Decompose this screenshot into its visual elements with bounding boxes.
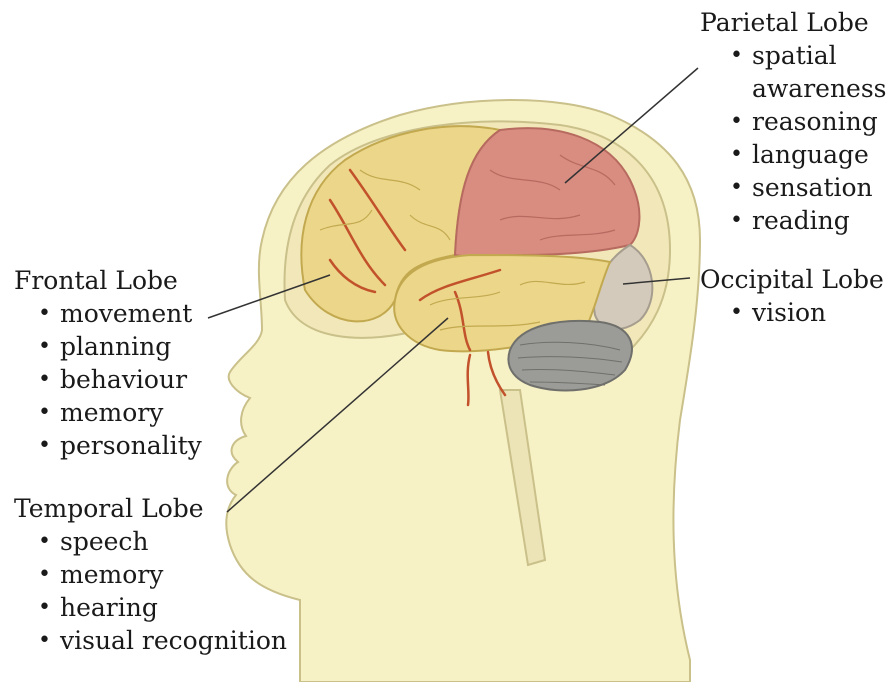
function-item: vision [730,296,884,329]
function-item: language [730,138,878,171]
function-item: movement [38,297,202,330]
temporal-lobe-label: Temporal Lobe speech memory hearing visu… [14,492,287,657]
frontal-lobe-label: Frontal Lobe movement planning behaviour… [14,264,202,462]
function-item: visual recognition [38,624,287,657]
occipital-lobe-functions: vision [700,296,884,329]
function-item: reasoning [730,105,878,138]
function-item: hearing [38,591,287,624]
function-item: personality [38,429,202,462]
function-item: behaviour [38,363,202,396]
function-item: memory [38,396,202,429]
occipital-lobe-label: Occipital Lobe vision [700,263,884,329]
parietal-lobe-title: Parietal Lobe [700,6,878,39]
function-item: speech [38,525,287,558]
function-item: sensation [730,171,878,204]
function-item: reading [730,204,878,237]
temporal-lobe-functions: speech memory hearing visual recognition [14,525,287,657]
function-item: spatial awareness [730,39,872,105]
cerebellum-shape [508,321,631,391]
frontal-lobe-title: Frontal Lobe [14,264,202,297]
parietal-lobe-label: Parietal Lobe spatial awareness reasonin… [700,6,878,237]
function-item: planning [38,330,202,363]
parietal-lobe-functions: spatial awareness reasoning language sen… [700,39,878,237]
frontal-lobe-functions: movement planning behaviour memory perso… [14,297,202,462]
function-item: memory [38,558,287,591]
occipital-lobe-title: Occipital Lobe [700,263,884,296]
temporal-lobe-title: Temporal Lobe [14,492,287,525]
